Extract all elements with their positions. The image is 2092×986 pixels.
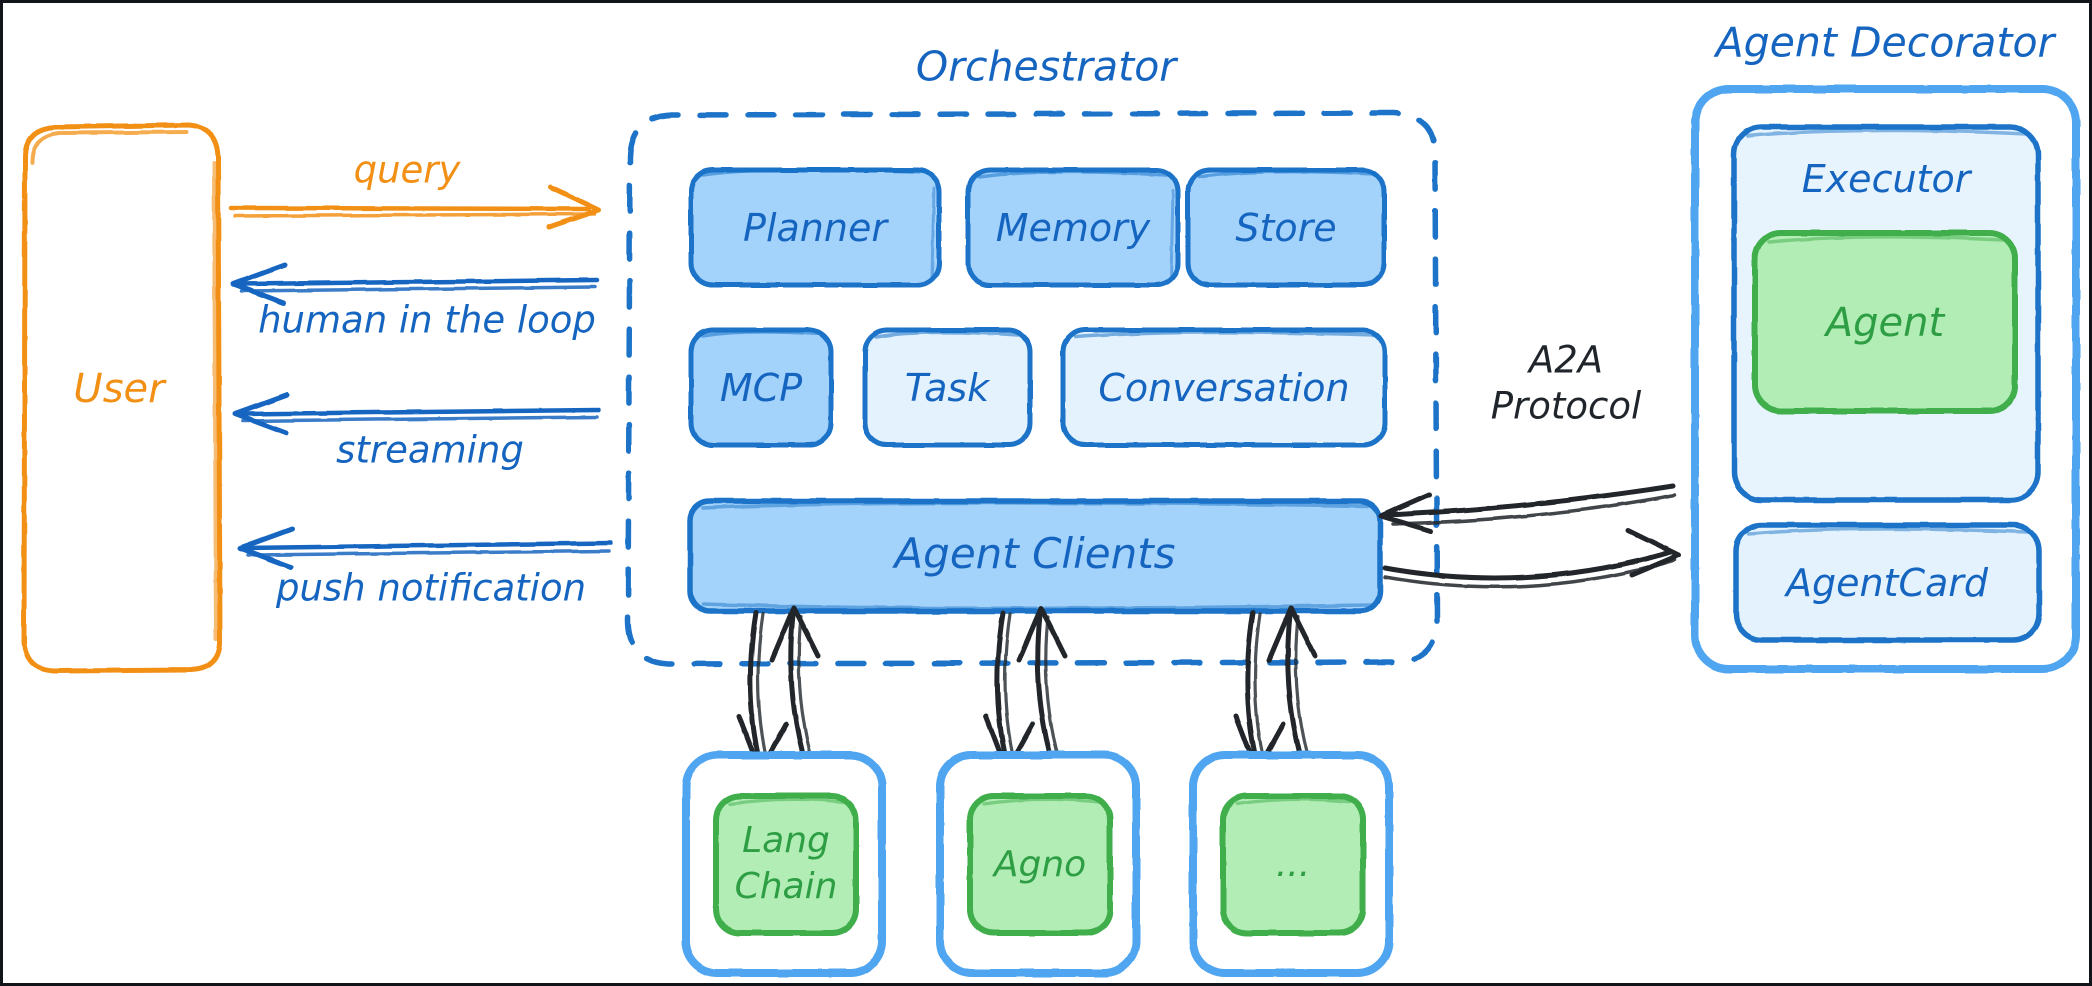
arrow-agent-clients-to-agno [983,610,1036,774]
orchestrator-box-task [862,327,1033,448]
arrow-a2a-outbound [1382,527,1682,589]
arrow-query [228,184,602,230]
user-box [21,122,223,674]
orchestrator-box-mcp [688,327,834,448]
arrow-other-to-agent-clients [1266,605,1318,769]
arrow-a2a-inbound [1378,483,1677,534]
agent-clients-bar [687,498,1383,614]
diagram-vectors [21,85,2080,977]
agent-card-box [1733,522,2042,643]
orchestrator-box-planner [688,167,942,288]
framework-inner-langchain [713,793,859,936]
orchestrator-box-store [1185,167,1387,288]
arrow-push-notification [237,526,614,570]
orchestrator-box-memory [965,167,1181,288]
arrow-agno-to-agent-clients [1016,605,1068,769]
orchestrator-boundary [625,110,1440,667]
arrow-langchain-to-agent-clients [769,605,821,769]
framework-inner-other [1220,793,1366,936]
framework-inner-agno [967,793,1113,936]
agent-box [1752,230,2018,414]
arrow-human-in-the-loop [230,262,600,306]
arrow-streaming [232,392,602,436]
orchestrator-box-conversation [1060,327,1388,448]
arrow-agent-clients-to-other [1233,610,1286,774]
arrow-agent-clients-to-langchain [736,610,789,774]
